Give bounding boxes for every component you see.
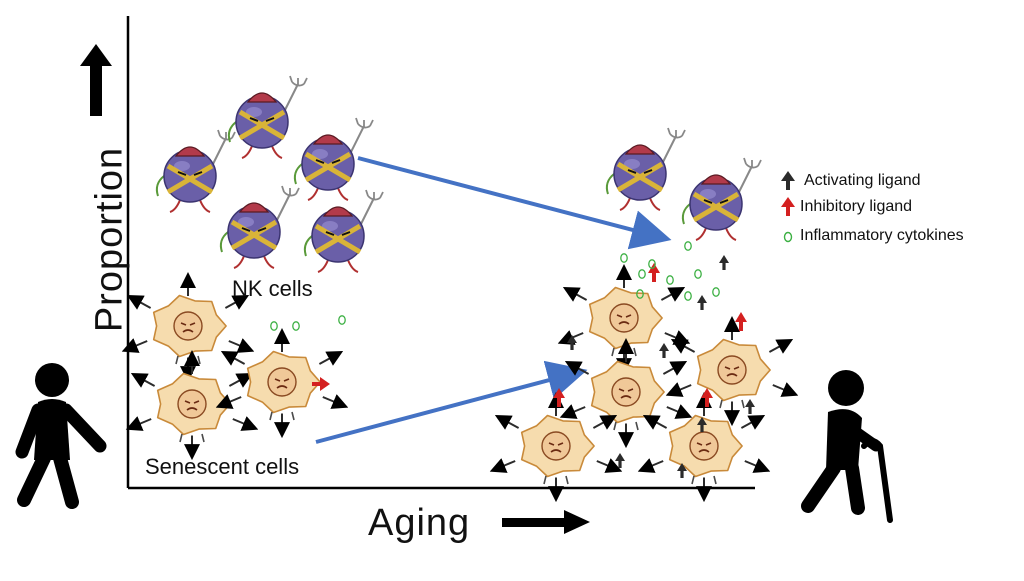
inhibitory-ligand-head <box>553 388 565 398</box>
activating-ligand <box>670 339 696 354</box>
senescent-trend-arrow <box>315 360 588 444</box>
legend-inhibitory-label: Inhibitory ligand <box>800 198 913 215</box>
activating-ligand <box>592 415 618 430</box>
activating-ligand <box>228 338 255 353</box>
nk-cell <box>219 185 300 269</box>
activating-ligand <box>564 361 590 376</box>
inhibitory-ligand-head <box>735 312 747 322</box>
senescent-cells-label: Senescent cells <box>145 454 300 479</box>
activating-ligand <box>489 458 516 473</box>
free-ligands-layer <box>567 255 755 478</box>
senescent-cell <box>489 388 623 503</box>
activating-ligand <box>567 335 577 350</box>
activating-ligand <box>677 463 687 478</box>
activating-ligand <box>228 373 254 388</box>
legend-activating-icon <box>781 171 795 190</box>
nk-cell <box>681 157 762 241</box>
x-direction-arrow <box>502 510 590 534</box>
senescent-cell <box>557 263 691 375</box>
cytokine <box>712 287 720 297</box>
activating-ligand <box>772 382 799 397</box>
cytokine <box>636 289 644 299</box>
inhibitory-ligand <box>705 397 709 407</box>
inhibitory-ligand <box>312 377 330 391</box>
cytokine <box>270 321 278 331</box>
nk-cell <box>227 75 308 159</box>
young-person-icon <box>15 363 107 509</box>
elderly-person-icon <box>801 370 893 523</box>
nk-cell <box>303 189 384 273</box>
inhibitory-ligand <box>739 321 743 331</box>
activating-ligand <box>659 343 669 358</box>
activating-ligand <box>642 415 668 430</box>
activating-ligand <box>745 399 755 414</box>
cytokine <box>292 321 300 331</box>
activating-ligand <box>318 351 344 366</box>
cytokine <box>638 269 646 279</box>
cytokines-layer <box>270 241 720 331</box>
y-axis-label: Proportion <box>88 146 131 333</box>
nk-trend-arrow <box>357 156 672 250</box>
activating-ligand <box>121 338 148 353</box>
senescent-cell <box>125 350 259 461</box>
nk-cell <box>155 129 236 213</box>
activating-ligand <box>665 382 692 397</box>
senescent-cell <box>215 328 349 439</box>
activating-ligand <box>126 295 152 310</box>
activating-ligand <box>232 416 259 431</box>
cytokine <box>338 315 346 325</box>
activating-ligand <box>125 416 152 431</box>
activating-ligand <box>768 339 794 354</box>
senescent-cell <box>121 272 255 383</box>
activating-ligand <box>224 295 250 310</box>
activating-ligand <box>740 415 766 430</box>
activating-ligand <box>596 458 623 473</box>
cytokine <box>694 269 702 279</box>
nk-cell <box>605 127 686 211</box>
activating-ligand <box>719 255 729 270</box>
inhibitory-ligand <box>557 397 561 407</box>
senescent-cells-layer <box>121 263 799 503</box>
activating-ligand <box>662 361 688 376</box>
inhibitory-ligand <box>652 272 656 282</box>
senescent-cell <box>665 312 799 427</box>
activating-ligand <box>697 417 707 432</box>
activating-ligand <box>637 458 664 473</box>
legend-activating-label: Activating ligand <box>804 172 921 189</box>
y-direction-arrow <box>80 44 112 116</box>
activating-ligand <box>697 295 707 310</box>
senescent-cell <box>559 338 693 449</box>
cytokine <box>648 259 656 269</box>
legend-inhibitory-icon <box>781 197 795 216</box>
legend-cytokines-label: Inflammatory cytokines <box>800 227 964 244</box>
x-axis-label: Aging <box>368 502 471 544</box>
activating-ligand <box>220 351 246 366</box>
cytokine <box>684 291 692 301</box>
activating-ligand <box>494 415 520 430</box>
senescent-cell <box>637 388 771 503</box>
cytokine <box>620 253 628 263</box>
activating-ligand <box>666 404 693 419</box>
activating-ligand <box>130 373 156 388</box>
activating-ligand <box>215 394 242 409</box>
inhibitory-ligand-head <box>701 388 713 398</box>
nk-cells-layer <box>155 75 762 273</box>
cytokine <box>666 275 674 285</box>
nk-cell <box>293 117 374 201</box>
activating-ligand <box>660 287 686 302</box>
activating-ligand <box>559 404 586 419</box>
nk-cells-label: NK cells <box>232 276 313 301</box>
activating-ligand <box>562 287 588 302</box>
cytokine <box>684 241 692 251</box>
activating-ligand <box>322 394 349 409</box>
activating-ligand <box>744 458 771 473</box>
activating-ligand <box>615 453 625 468</box>
legend-cytokine-icon <box>783 231 793 243</box>
activating-ligand <box>664 330 691 345</box>
